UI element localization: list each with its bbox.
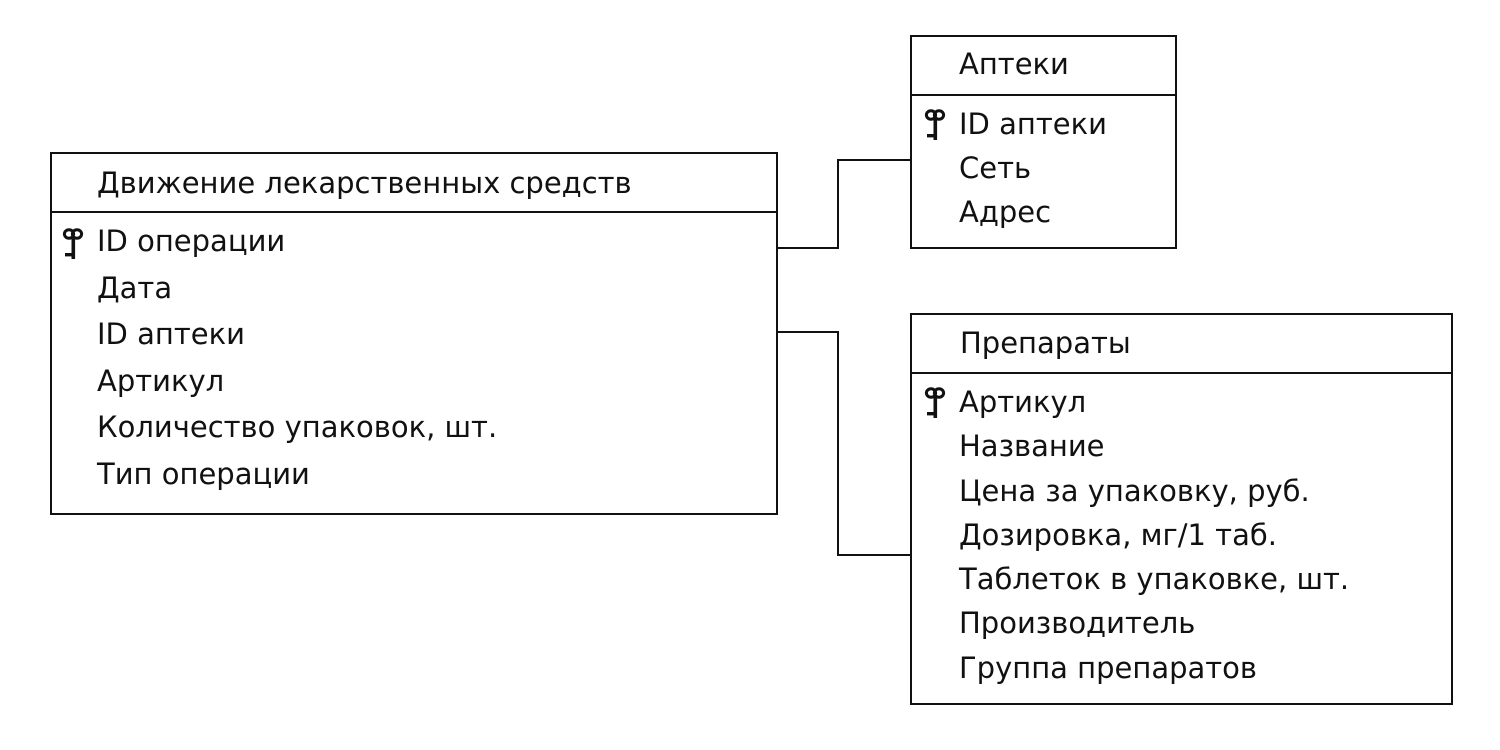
field-label: ID операции — [97, 224, 286, 258]
field-label: Артикул — [959, 385, 1087, 419]
key-icon — [924, 387, 946, 418]
field-label: Название — [959, 429, 1105, 464]
field-label: Количество упаковок, шт. — [97, 410, 498, 445]
field-label: Тип операции — [97, 456, 310, 491]
key-icon — [62, 228, 84, 259]
field-label: Сеть — [959, 151, 1032, 185]
field-date[interactable]: Дата — [97, 270, 776, 321]
field-drug-group[interactable]: Группа препаратов — [959, 650, 1451, 698]
field-label: Таблеток в упаковке, шт. — [959, 562, 1350, 597]
entity-title: Аптеки — [912, 37, 1175, 96]
field-label: Цена за упаковку, руб. — [959, 473, 1310, 508]
field-manufacturer[interactable]: Производитель — [959, 609, 1451, 653]
relationship-line-drugs — [778, 331, 910, 556]
field-list: Артикул Название Цена за упаковку, руб. … — [912, 374, 1451, 698]
field-pharmacy-id[interactable]: ID аптеки — [97, 320, 776, 367]
field-article[interactable]: Артикул — [924, 385, 1451, 432]
field-package-quantity[interactable]: Количество упаковок, шт. — [97, 413, 776, 460]
field-name[interactable]: Название — [959, 432, 1451, 476]
field-label: Артикул — [97, 363, 225, 398]
field-label: Производитель — [959, 606, 1196, 641]
field-pharmacy-id[interactable]: ID аптеки — [924, 107, 1175, 154]
key-icon — [924, 109, 946, 140]
field-label: Дозировка, мг/1 таб. — [959, 517, 1277, 552]
field-tablets-per-package[interactable]: Таблеток в упаковке, шт. — [959, 565, 1451, 609]
entity-drug-movement[interactable]: Движение лекарственных средств ID операц… — [50, 152, 778, 515]
field-price-per-package[interactable]: Цена за упаковку, руб. — [959, 473, 1451, 521]
field-list: ID операции Дата ID аптеки Артикул Колич… — [52, 213, 776, 507]
field-label: ID аптеки — [959, 107, 1107, 141]
field-label: Адрес — [959, 195, 1052, 229]
field-label: ID аптеки — [97, 317, 245, 352]
entity-title: Движение лекарственных средств — [52, 154, 776, 213]
field-network[interactable]: Сеть — [959, 154, 1175, 198]
field-operation-type[interactable]: Тип операции — [97, 456, 776, 507]
entity-title: Препараты — [912, 315, 1451, 374]
entity-drugs[interactable]: Препараты Артикул Название Цена за упако… — [910, 313, 1453, 705]
field-dosage[interactable]: Дозировка, мг/1 таб. — [959, 517, 1451, 565]
field-list: ID аптеки Сеть Адрес — [912, 96, 1175, 242]
field-address[interactable]: Адрес — [959, 198, 1175, 242]
field-operation-id[interactable]: ID операции — [62, 224, 776, 274]
field-label: Группа препаратов — [959, 650, 1258, 685]
relationship-line-pharmacies — [778, 159, 910, 249]
field-article[interactable]: Артикул — [97, 363, 776, 414]
field-label: Дата — [97, 270, 173, 305]
entity-pharmacies[interactable]: Аптеки ID аптеки Сеть Адрес — [910, 35, 1177, 249]
